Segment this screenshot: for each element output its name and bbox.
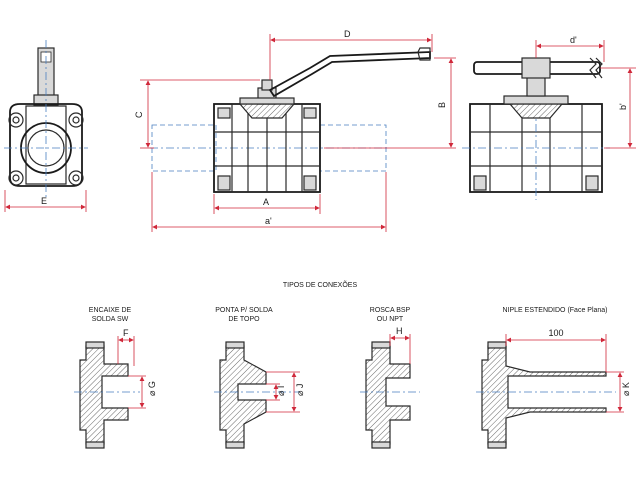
caption-thread-line1: ROSCA BSP bbox=[370, 307, 411, 314]
dim-d-label: D bbox=[344, 29, 351, 39]
dim-a-label: A bbox=[263, 197, 269, 207]
caption-butt-line1: PONTA P/ SOLDA bbox=[215, 307, 273, 314]
caption-thread-line2: OU NPT bbox=[377, 316, 404, 323]
dim-d-prime-label: d' bbox=[570, 35, 577, 45]
caption-butt-line2: DE TOPO bbox=[228, 316, 260, 323]
dim-g-label: ⌀ G bbox=[147, 381, 157, 396]
bolt-hole-tl bbox=[8, 112, 24, 128]
bolt-right bbox=[303, 175, 317, 191]
front-view: D B C A a' bbox=[134, 29, 456, 232]
side-stem bbox=[526, 75, 546, 97]
connection-threaded: H bbox=[360, 326, 420, 449]
side-bonnet bbox=[508, 103, 564, 119]
caption-sw-line2: SOLDA SW bbox=[92, 316, 129, 323]
connection-nipple: 100 ⌀ K bbox=[476, 328, 631, 449]
dim-nipple-length-label: 100 bbox=[548, 328, 563, 338]
connection-socket-weld: F ⌀ G bbox=[74, 328, 157, 449]
dim-k-label: ⌀ K bbox=[621, 382, 631, 396]
dim-i-label: ⌀ I bbox=[276, 386, 286, 396]
flange-inner bbox=[25, 105, 67, 185]
stem-nut-front bbox=[261, 79, 273, 91]
dim-a-prime-label: a' bbox=[265, 216, 272, 226]
bolt-hole-bl bbox=[8, 170, 24, 186]
dim-f-label: F bbox=[123, 328, 129, 338]
bolt-left bbox=[217, 175, 231, 191]
dim-e-label: E bbox=[41, 196, 47, 206]
dim-h-label: H bbox=[396, 326, 403, 336]
section-title: TIPOS DE CONEXÕES bbox=[283, 280, 358, 289]
caption-nipple: NIPLE ESTENDIDO (Face Plana) bbox=[502, 307, 607, 314]
bolt-hole-tr bbox=[68, 112, 84, 128]
dim-c-label: C bbox=[134, 111, 144, 118]
bolt-hole-br bbox=[68, 170, 84, 186]
dim-b-prime-label: b' bbox=[618, 103, 628, 110]
side-view: d' b' bbox=[462, 35, 636, 200]
dim-j-label: ⌀ J bbox=[295, 384, 305, 396]
dim-b-label: B bbox=[437, 102, 447, 108]
end-view: E bbox=[4, 40, 88, 212]
connection-butt-weld: ⌀ I ⌀ J bbox=[214, 341, 305, 449]
handle-lever bbox=[268, 51, 431, 98]
caption-sw-line1: ENCAIXE DE bbox=[89, 307, 132, 314]
